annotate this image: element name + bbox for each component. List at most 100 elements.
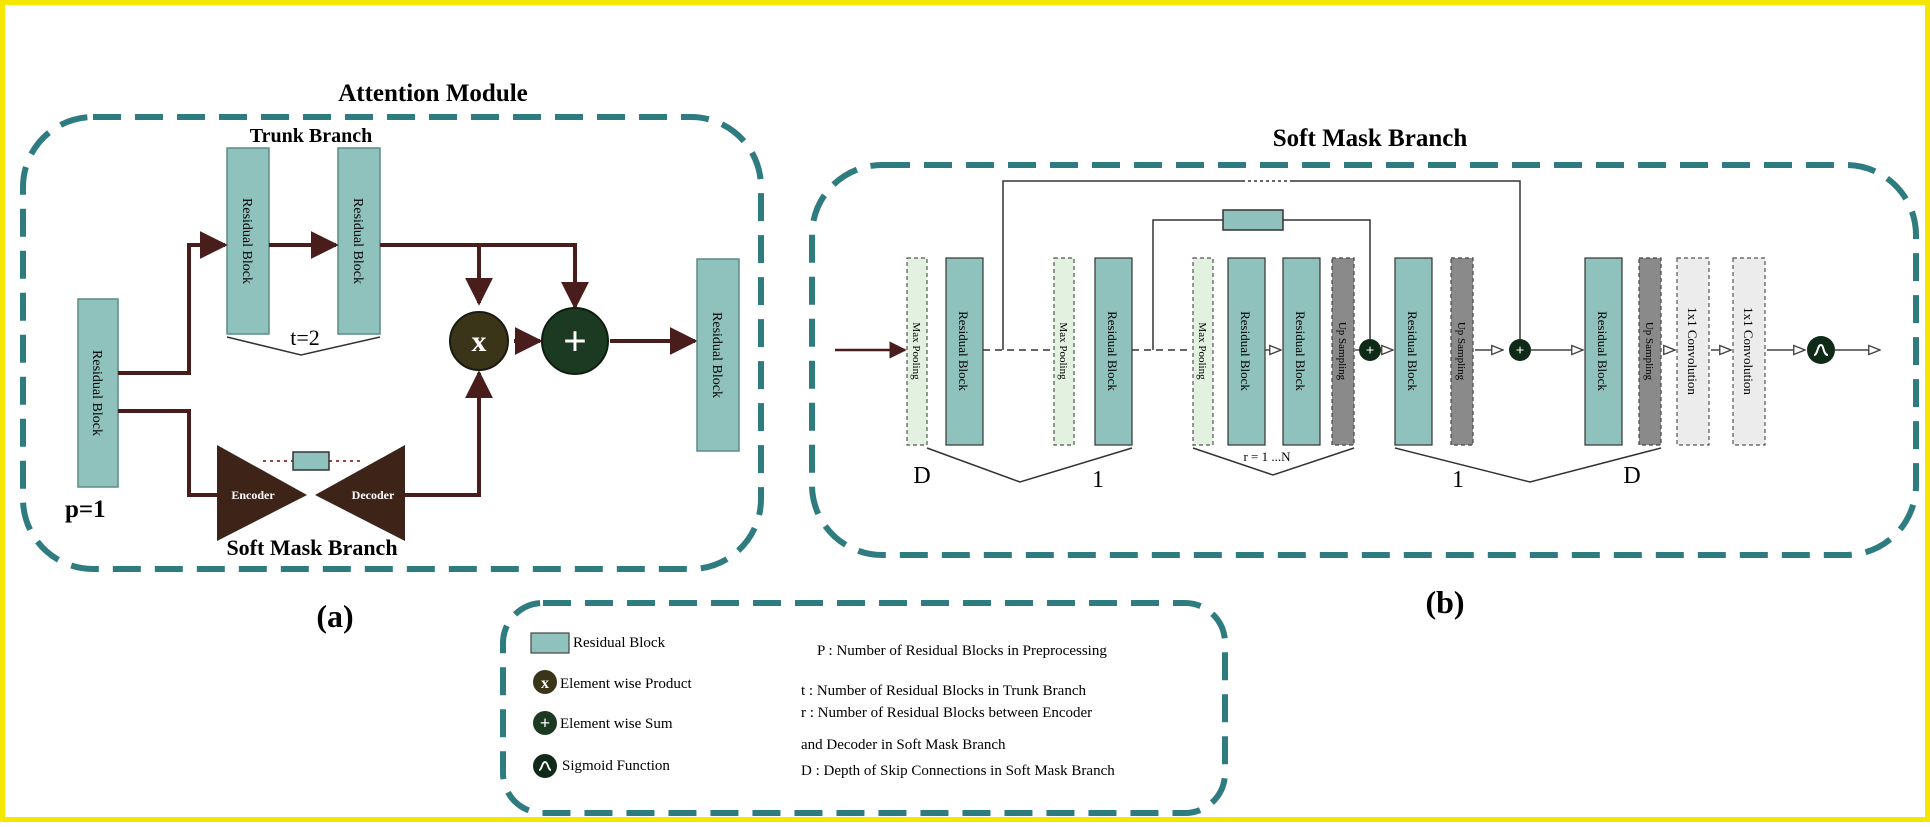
residual-block-1 bbox=[945, 257, 984, 446]
residual-block-4-label: Residual Block bbox=[1293, 311, 1308, 391]
decoder-label: Decoder bbox=[352, 488, 395, 502]
input-residual-block-label: Residual Block bbox=[89, 350, 104, 436]
legend-product-text: Element wise Product bbox=[560, 676, 692, 692]
sigmoid-icon bbox=[1813, 343, 1829, 356]
input-to-mask-arrow bbox=[118, 409, 217, 497]
label-r-range: r = 1 ...N bbox=[1243, 449, 1291, 464]
inner-skip-connection bbox=[1152, 219, 1223, 350]
panel-b-title: Soft Mask Branch bbox=[1273, 125, 1468, 152]
legend-sum-text: Element wise Sum bbox=[560, 716, 673, 732]
label-1-right: 1 bbox=[1452, 467, 1464, 493]
bracket-right-decoder bbox=[1394, 447, 1662, 483]
residual-block-5-label: Residual Block bbox=[1405, 311, 1420, 391]
up-sampling-1 bbox=[1331, 257, 1355, 446]
element-sum-node-1-symbol: + bbox=[1366, 343, 1375, 359]
up-sampling-3 bbox=[1638, 257, 1662, 446]
label-D-right: D bbox=[1623, 463, 1640, 489]
trunk-to-product-arrow bbox=[380, 243, 493, 306]
legend-def-p: P : Number of Residual Blocks in Preproc… bbox=[817, 643, 1107, 659]
element-product-symbol: x bbox=[472, 325, 487, 358]
trunk-branch-label: Trunk Branch bbox=[250, 125, 372, 147]
label-1-left: 1 bbox=[1092, 467, 1104, 493]
legend-def-t: t : Number of Residual Blocks in Trunk B… bbox=[801, 683, 1086, 699]
residual-block-2-label: Residual Block bbox=[1105, 311, 1120, 391]
sigmoid-node bbox=[1807, 336, 1835, 364]
max-pooling-1 bbox=[906, 257, 928, 446]
residual-block-3-label: Residual Block bbox=[1238, 311, 1253, 391]
element-sum-node-1 bbox=[1359, 339, 1381, 361]
legend-sum-icon-symbol: + bbox=[540, 713, 550, 733]
element-sum-node bbox=[541, 307, 609, 375]
decoder-shape bbox=[315, 445, 405, 541]
mask-to-product-arrow bbox=[405, 370, 493, 497]
residual-block-6 bbox=[1584, 257, 1623, 446]
legend-border bbox=[500, 600, 1228, 816]
max-pooling-3-label: Max Pooling bbox=[1196, 322, 1208, 380]
trunk-residual-block-1-label: Residual Block bbox=[239, 198, 254, 284]
input-to-trunk-arrow bbox=[118, 231, 228, 375]
t-bracket bbox=[226, 336, 381, 356]
legend-product-icon-symbol: x bbox=[541, 675, 549, 692]
bracket-left-encoder bbox=[926, 447, 1133, 483]
residual-block-4 bbox=[1282, 257, 1321, 446]
legend-sigmoid-text: Sigmoid Function bbox=[562, 758, 670, 774]
max-pooling-1-label: Max Pooling bbox=[910, 322, 922, 380]
caption-b: (b) bbox=[1425, 584, 1464, 620]
residual-block-5 bbox=[1394, 257, 1433, 446]
conv-1x1-2 bbox=[1732, 257, 1766, 446]
panel-a: Attention Module Trunk Branch Residual B… bbox=[20, 80, 764, 634]
bracket-middle bbox=[1192, 447, 1355, 476]
legend-sum-icon bbox=[533, 711, 557, 735]
element-sum-node-2 bbox=[1509, 339, 1531, 361]
conv-1x1-2-label: 1x1 Convolution bbox=[1741, 307, 1756, 395]
legend-def-r1: r : Number of Residual Blocks between En… bbox=[801, 705, 1092, 721]
trunk-to-sum-arrow bbox=[479, 243, 589, 310]
max-pooling-2-label: Max Pooling bbox=[1057, 322, 1069, 380]
input-residual-block bbox=[77, 298, 119, 488]
legend-def-r2: and Decoder in Soft Mask Branch bbox=[801, 737, 1006, 753]
output-residual-block-label: Residual Block bbox=[709, 312, 724, 398]
sigmoid-legend-icon bbox=[538, 761, 552, 771]
up-sampling-1-label: Up Sampling bbox=[1336, 322, 1348, 381]
p-label: p=1 bbox=[65, 496, 106, 523]
conv-1x1-1 bbox=[1676, 257, 1710, 446]
caption-a: (a) bbox=[316, 598, 353, 634]
legend-def-d: D : Depth of Skip Connections in Soft Ma… bbox=[801, 763, 1115, 779]
legend: Residual Block x Element wise Product + … bbox=[500, 600, 1228, 816]
legend-sigmoid-icon bbox=[533, 754, 557, 778]
diagram-svg: Attention Module Trunk Branch Residual B… bbox=[20, 80, 1919, 816]
trunk-residual-block-2 bbox=[337, 147, 381, 335]
panel-b-border bbox=[809, 162, 1919, 558]
max-pooling-3 bbox=[1192, 257, 1214, 446]
residual-block-3 bbox=[1227, 257, 1266, 446]
legend-product-icon bbox=[533, 670, 557, 694]
skip-residual-block bbox=[1222, 209, 1284, 231]
conv-1x1-1-label: 1x1 Convolution bbox=[1685, 307, 1700, 395]
panel-a-border bbox=[20, 114, 764, 572]
legend-residual-text: Residual Block bbox=[573, 635, 666, 651]
trunk-residual-block-1 bbox=[226, 147, 270, 335]
panel-b: Soft Mask Branch Max Pooling Residual Bl… bbox=[809, 125, 1919, 620]
encoder-label: Encoder bbox=[231, 488, 275, 502]
trunk-residual-block-2-label: Residual Block bbox=[350, 198, 365, 284]
residual-block-6-label: Residual Block bbox=[1595, 311, 1610, 391]
label-D-left: D bbox=[913, 463, 930, 489]
max-pooling-2 bbox=[1053, 257, 1075, 446]
up-sampling-2 bbox=[1450, 257, 1474, 446]
up-sampling-3-label: Up Sampling bbox=[1643, 322, 1655, 381]
panel-a-title: Attention Module bbox=[338, 80, 528, 107]
up-sampling-2-label: Up Sampling bbox=[1455, 322, 1467, 381]
element-sum-node-2-symbol: + bbox=[1516, 343, 1525, 359]
element-sum-symbol: + bbox=[563, 319, 587, 365]
legend-residual-swatch bbox=[530, 632, 570, 654]
t-label: t=2 bbox=[290, 325, 320, 350]
inner-skip-connection-b bbox=[1283, 219, 1371, 339]
element-product-node bbox=[449, 311, 509, 371]
encoder-shape bbox=[217, 445, 307, 541]
soft-mask-branch-label: Soft Mask Branch bbox=[226, 535, 397, 560]
encoder-decoder-residual-block bbox=[292, 451, 330, 471]
residual-block-1-label: Residual Block bbox=[956, 311, 971, 391]
outer-skip-connection bbox=[1002, 180, 1521, 350]
output-residual-block bbox=[696, 258, 740, 452]
